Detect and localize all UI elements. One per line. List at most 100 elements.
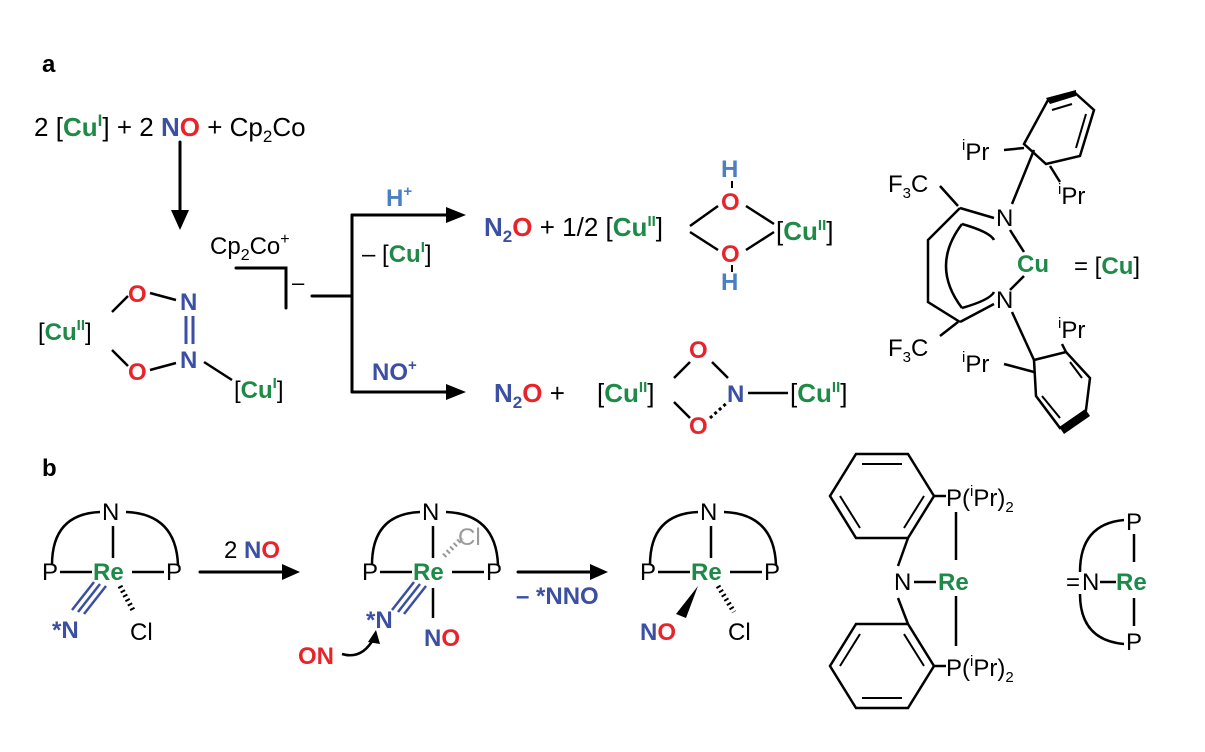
ipr-bottom-left: iPr bbox=[962, 349, 989, 378]
hydroxo-h-bottom: H bbox=[721, 269, 738, 296]
pnp-ligand-structure: P(iPr)2 N Re P(iPr)2 bbox=[828, 452, 1014, 710]
ipr-bottom-right: iPr bbox=[1058, 315, 1085, 344]
c1-hash-cl bbox=[117, 584, 137, 614]
aryl-bottom-inner-1 bbox=[1069, 361, 1083, 379]
ring-bond-4 bbox=[111, 349, 129, 367]
bond-bottom-n-aryl bbox=[1010, 311, 1036, 361]
re-nitride-complex: N P Re P *N Cl bbox=[42, 499, 182, 646]
ring-o-top: O bbox=[128, 281, 147, 308]
c1-p-right: P bbox=[166, 559, 182, 586]
pnp-abbreviation: = N Re P P bbox=[1066, 509, 1147, 656]
diketiminate-cu-structure: iPr iPr F3C N Cu = [Cu] N F3C iPr iPr bbox=[888, 90, 1140, 434]
pnp-bond-n-top-ring bbox=[896, 537, 910, 567]
equals-cu: = [Cu] bbox=[1074, 253, 1140, 280]
hydroxo-cu-right: [CuII] bbox=[776, 216, 833, 246]
c3-p-right: P bbox=[764, 559, 780, 586]
ring-bond-n-cu bbox=[203, 360, 233, 382]
c3-no: NO bbox=[640, 619, 676, 646]
cu-center: Cu bbox=[1017, 251, 1049, 278]
bond-ipr-bottom-left bbox=[1003, 362, 1035, 374]
bond-n-cu-top bbox=[1008, 229, 1026, 253]
bond-ipr-top-right bbox=[1048, 165, 1062, 183]
hydroxo-o-bottom: O bbox=[721, 241, 740, 268]
c2-curved-arrow-head bbox=[368, 630, 380, 644]
nitrito-cu-right: [CuII] bbox=[790, 378, 847, 408]
charge-minus: – bbox=[292, 270, 305, 295]
bond-cf3-top bbox=[939, 185, 959, 207]
pnp-n: N bbox=[894, 569, 911, 596]
aryl-bottom-wedge bbox=[1060, 410, 1090, 434]
ring-n-top: N bbox=[180, 289, 197, 316]
delocalization-arc bbox=[944, 223, 963, 309]
nitrito-bond-4-dashed bbox=[709, 400, 729, 420]
c1-triple-3 bbox=[71, 581, 95, 611]
reagent-2no: 2 NO bbox=[224, 537, 280, 564]
nitrito-bond-2 bbox=[673, 401, 691, 419]
nitrito-bond-3 bbox=[711, 361, 729, 379]
c1-triple-2 bbox=[83, 585, 107, 615]
pnp-ring-bottom-inner-3 bbox=[839, 633, 861, 667]
reactant-equation: 2 [CuI] + 2 NO + Cp2Co bbox=[34, 111, 306, 146]
ring-bond-3 bbox=[149, 361, 177, 372]
c1-cl: Cl bbox=[130, 619, 153, 646]
aryl-bottom-inner-2 bbox=[1041, 395, 1061, 419]
abbr-equals: = bbox=[1066, 569, 1080, 596]
c1-star-n: *N bbox=[52, 617, 79, 644]
abbr-n: N bbox=[1082, 569, 1099, 596]
product-top-equation: N2O + 1/2 [CuII] bbox=[484, 212, 663, 246]
arrow-b2-head bbox=[590, 564, 608, 580]
pnp-ring-bottom bbox=[828, 622, 936, 710]
ring-bond-2 bbox=[149, 291, 177, 302]
loss-cu-i: – [CuI] bbox=[362, 239, 432, 268]
f3c-top: F3C bbox=[888, 171, 928, 202]
c3-cl: Cl bbox=[728, 619, 751, 646]
c2-arc-right bbox=[445, 510, 500, 566]
delocalization-arc-3 bbox=[961, 291, 996, 310]
abbr-p-bottom: P bbox=[1126, 629, 1142, 656]
ring-bond-1 bbox=[111, 295, 129, 313]
c3-p-left: P bbox=[640, 559, 656, 586]
pnp-ring-top-inner-2 bbox=[903, 495, 925, 529]
bond-top-n-aryl bbox=[1010, 149, 1036, 205]
aryl-ring-top bbox=[1022, 90, 1096, 166]
hydroxo-bond-1 bbox=[689, 204, 719, 228]
nitrito-cu-left: [CuII] bbox=[597, 378, 654, 408]
pnp-ring-bottom-inner-2 bbox=[903, 633, 925, 667]
nitrito-o-bottom: O bbox=[689, 413, 708, 440]
abbr-arc-bottom bbox=[1078, 593, 1125, 646]
bond-ipr-top-left bbox=[1003, 146, 1025, 152]
abbr-p-top: P bbox=[1126, 509, 1142, 536]
charge-bracket bbox=[234, 266, 288, 310]
ring-o-bottom: O bbox=[128, 359, 147, 386]
re-nitrosyl-complex: N P Re P NO Cl bbox=[640, 499, 780, 646]
cobaltocenium-label: Cp2Co+ bbox=[210, 231, 290, 264]
aryl-top-wedge bbox=[1046, 90, 1076, 104]
c3-re: Re bbox=[691, 559, 722, 586]
backbone-n-top bbox=[959, 206, 995, 220]
c3-hash-cl bbox=[715, 584, 737, 614]
c3-arc-left bbox=[648, 510, 699, 566]
c1-re: Re bbox=[93, 559, 124, 586]
c2-re: Re bbox=[413, 559, 444, 586]
re-intermediate-complex: N Cl P Re P *N NO ON bbox=[298, 499, 502, 670]
backbone bbox=[926, 207, 961, 324]
c2-hash-cl bbox=[442, 536, 464, 558]
bond-ipr-bottom-right bbox=[1060, 343, 1068, 353]
c1-p-left: P bbox=[42, 559, 58, 586]
hydroxo-o-top: O bbox=[721, 189, 740, 216]
ipr-top-right: iPr bbox=[1058, 181, 1085, 210]
panel-label-a: a bbox=[42, 51, 56, 78]
hydroxo-bond-2 bbox=[689, 230, 719, 252]
ring-cu-left: [CuII] bbox=[38, 317, 92, 346]
c2-star-n: *N bbox=[366, 607, 393, 634]
f3c-bottom: F3C bbox=[888, 335, 928, 366]
c2-p-right: P bbox=[486, 559, 502, 586]
nitrito-o-top: O bbox=[689, 337, 708, 364]
c2-n-pincer: N bbox=[422, 499, 439, 526]
nitrito-n: N bbox=[727, 381, 744, 408]
c1-n-pincer: N bbox=[102, 499, 119, 526]
delocalization-arc-2 bbox=[961, 222, 996, 241]
c1-arc-left bbox=[50, 510, 101, 566]
loss-nno: – *NNO bbox=[516, 583, 599, 610]
